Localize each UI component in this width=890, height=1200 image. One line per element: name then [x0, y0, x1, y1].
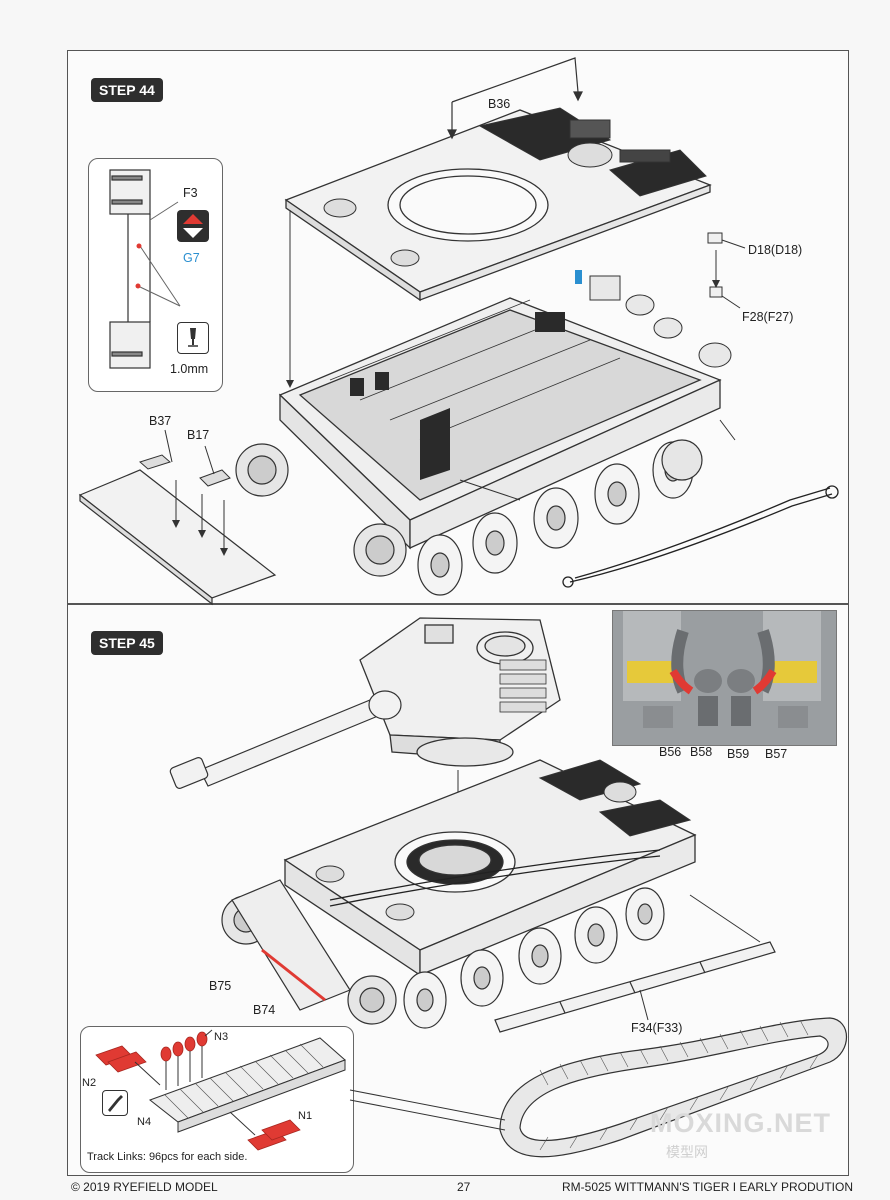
label-b75: B75	[209, 979, 232, 993]
label-n2: N2	[82, 1077, 97, 1089]
tow-cable-44	[562, 485, 839, 588]
step-44-badge: STEP 44	[91, 78, 163, 102]
hull-assembled	[283, 759, 697, 977]
label-b17: B17	[187, 428, 210, 442]
label-drill-size: 1.0mm	[170, 362, 209, 376]
label-b74: B74	[253, 1003, 276, 1017]
label-f3: F3	[183, 186, 198, 200]
label-b56: B56	[659, 745, 682, 759]
main-gun	[169, 690, 402, 789]
track-run	[499, 1017, 847, 1158]
label-b57: B57	[765, 747, 788, 761]
flip-part-icon	[177, 210, 209, 242]
f3-part	[109, 169, 151, 369]
track-link-detail	[148, 1037, 346, 1133]
label-f28: F28(F27)	[742, 310, 794, 324]
watermark-subtext: 模型网	[666, 1144, 708, 1160]
red-sprue-parts	[95, 1031, 301, 1151]
drill-hole-icon	[177, 322, 209, 354]
label-d18: D18(D18)	[748, 243, 803, 257]
road-wheels-45	[403, 887, 665, 1029]
label-b36: B36	[488, 97, 511, 111]
label-b59: B59	[727, 747, 750, 761]
label-n1: N1	[298, 1110, 313, 1122]
label-g7: G7	[183, 251, 200, 265]
track-links-note: Track Links: 96pcs for each side.	[87, 1151, 248, 1163]
footer-product-title: RM-5025 WITTMANN'S TIGER I EARLY PRODUTI…	[562, 1180, 853, 1194]
watermark-text: MOXING.NET	[650, 1108, 832, 1138]
footer-copyright: © 2019 RYEFIELD MODEL	[71, 1180, 218, 1194]
hull-body	[278, 297, 722, 550]
label-b37: B37	[149, 414, 172, 428]
reference-photo-inset	[612, 610, 837, 746]
step-45-badge: STEP 45	[91, 631, 163, 655]
label-n3: N3	[214, 1031, 229, 1043]
side-skirt-f34	[494, 941, 776, 1033]
label-n4: N4	[137, 1116, 152, 1128]
knife-cut-icon	[102, 1090, 128, 1116]
label-f34: F34(F33)	[631, 1021, 683, 1035]
front-plate	[78, 469, 277, 606]
label-b58: B58	[690, 745, 713, 759]
footer-page-number: 27	[457, 1180, 471, 1194]
